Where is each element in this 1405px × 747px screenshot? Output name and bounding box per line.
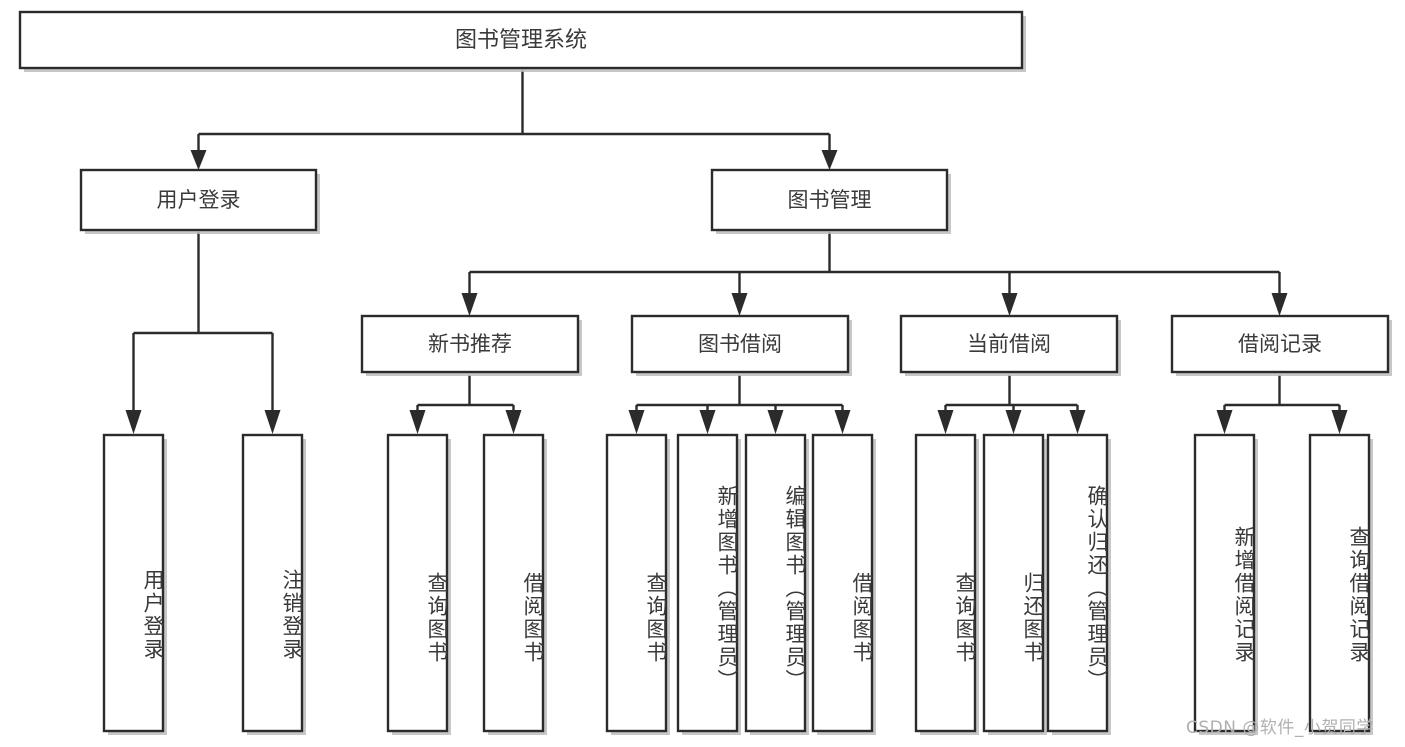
node-book-borrow[interactable]: 图书借阅 bbox=[630, 314, 852, 376]
node-borrow-record[interactable]: 借阅记录 bbox=[1170, 314, 1392, 376]
arrow-head-leaf-cur-return bbox=[1005, 410, 1022, 434]
node-new-book-label: 新书推荐 bbox=[428, 332, 512, 356]
node-root-box[interactable] bbox=[18, 10, 1024, 70]
csdn-watermark: CSDN @软件_小贺同学 bbox=[1186, 718, 1374, 738]
arrow-head-book-mgmt bbox=[821, 150, 838, 170]
leaf-box-logout[interactable] bbox=[241, 433, 304, 733]
arrow-head-leaf-nb-query bbox=[409, 410, 426, 434]
connector-layer bbox=[125, 70, 1348, 434]
arrow-head-leaf-cur-confirm bbox=[1069, 410, 1086, 434]
node-current-borrow-label: 当前借阅 bbox=[967, 332, 1051, 356]
arrow-head-leaf-bk-edit bbox=[767, 410, 784, 434]
node-user-login-box[interactable] bbox=[79, 168, 318, 232]
node-book-mgmt[interactable]: 图书管理 bbox=[710, 168, 951, 234]
node-user-login[interactable]: 用户登录 bbox=[79, 168, 320, 234]
leaf-box-bk-borrow[interactable] bbox=[811, 433, 874, 733]
arrow-head-leaf-logout bbox=[264, 410, 281, 434]
leaf-box-user-login[interactable] bbox=[102, 433, 165, 733]
arrow-head-borrow-record bbox=[1271, 293, 1288, 316]
arrow-head-user-login bbox=[190, 150, 207, 170]
arrow-head-leaf-bk-borrow bbox=[834, 410, 851, 434]
node-current-borrow-box[interactable] bbox=[899, 314, 1119, 374]
node-borrow-record-box[interactable] bbox=[1170, 314, 1390, 374]
arrow-head-new-book bbox=[461, 293, 478, 316]
leaf-box-cur-return[interactable] bbox=[982, 433, 1045, 733]
node-root-label: 图书管理系统 bbox=[455, 28, 587, 53]
leaf-box-bk-add[interactable] bbox=[676, 433, 739, 733]
leaf-box-rec-query[interactable] bbox=[1308, 433, 1371, 733]
arrow-head-book-borrow bbox=[731, 293, 748, 316]
node-book-mgmt-box[interactable] bbox=[710, 168, 949, 232]
leaf-boxes bbox=[102, 433, 1373, 735]
arrow-head-leaf-bk-query bbox=[628, 410, 645, 434]
arrow-head-leaf-nb-borrow bbox=[505, 410, 522, 434]
leaf-box-rec-add[interactable] bbox=[1193, 433, 1256, 733]
leaf-box-cur-confirm[interactable] bbox=[1046, 433, 1109, 733]
node-borrow-record-label: 借阅记录 bbox=[1238, 332, 1322, 356]
node-current-borrow[interactable]: 当前借阅 bbox=[899, 314, 1121, 376]
arrow-head-current-borrow bbox=[1001, 293, 1018, 316]
node-book-borrow-label: 图书借阅 bbox=[698, 332, 782, 356]
node-user-login-label: 用户登录 bbox=[157, 188, 241, 212]
node-new-book-box[interactable] bbox=[360, 314, 580, 374]
node-book-mgmt-label: 图书管理 bbox=[788, 188, 872, 212]
node-book-borrow-box[interactable] bbox=[630, 314, 850, 374]
leaf-box-nb-query[interactable] bbox=[386, 433, 449, 733]
arrow-head-leaf-rec-add bbox=[1216, 410, 1233, 434]
arrow-head-leaf-bk-add bbox=[699, 410, 716, 434]
arrow-head-leaf-rec-query bbox=[1331, 410, 1348, 434]
leaf-box-cur-query[interactable] bbox=[914, 433, 977, 733]
arrow-head-leaf-user-login bbox=[125, 410, 142, 434]
leaf-box-nb-borrow[interactable] bbox=[482, 433, 545, 733]
leaf-box-bk-edit[interactable] bbox=[744, 433, 807, 733]
leaf-box-bk-query[interactable] bbox=[605, 433, 668, 733]
node-new-book[interactable]: 新书推荐 bbox=[360, 314, 582, 376]
arrow-head-leaf-cur-query bbox=[937, 410, 954, 434]
node-root[interactable]: 图书管理系统 bbox=[18, 10, 1026, 72]
